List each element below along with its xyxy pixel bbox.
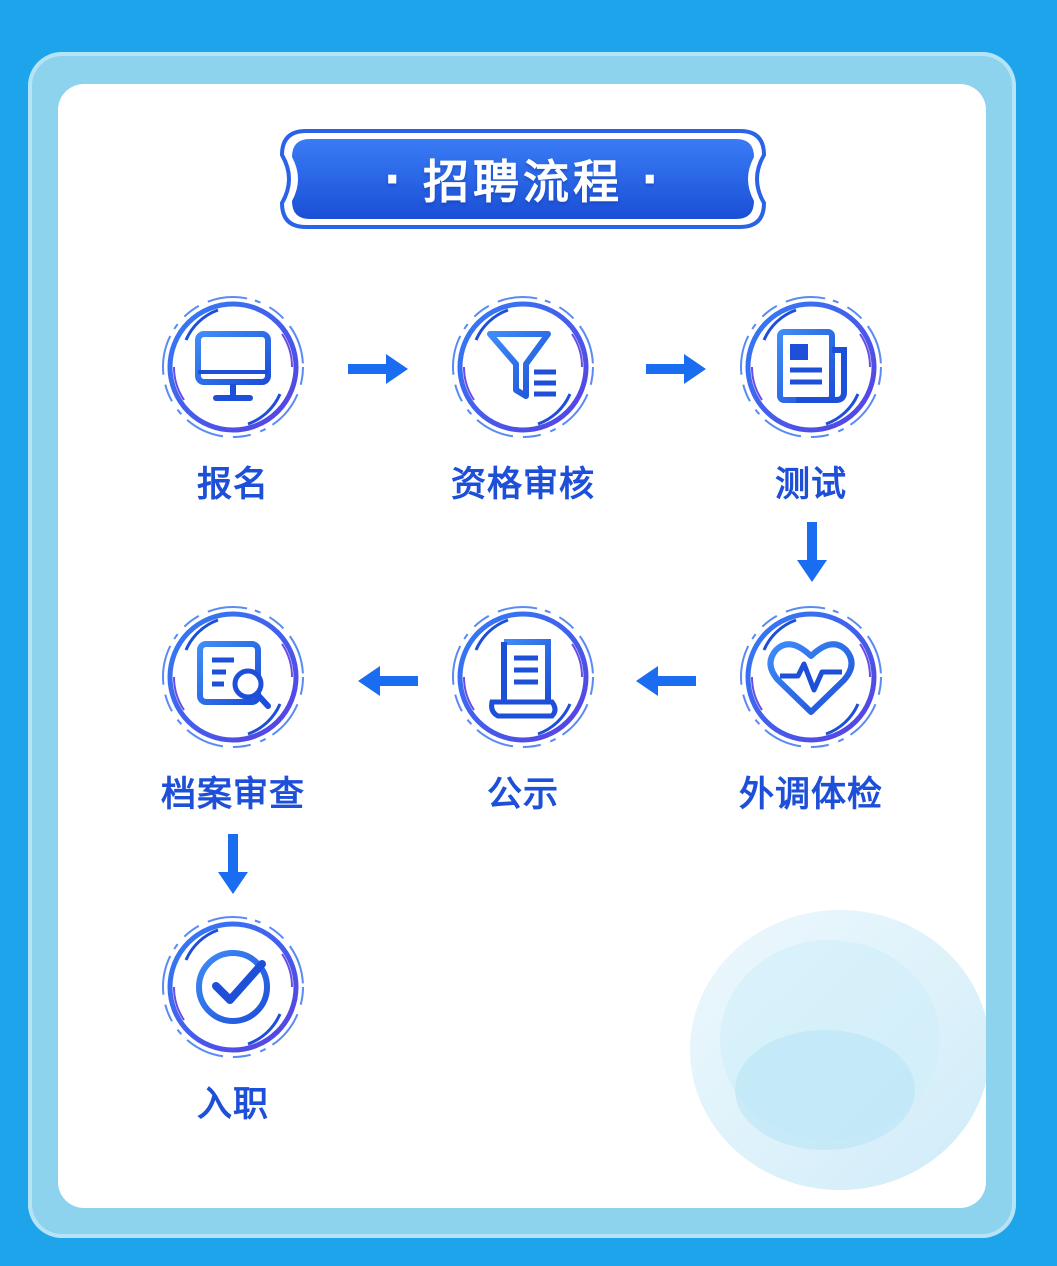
- page-title: · 招聘流程 ·: [276, 125, 770, 233]
- step-label: 测试: [774, 465, 847, 505]
- heartbeat-icon: [767, 641, 855, 715]
- step-register: 报名: [128, 292, 338, 512]
- step-badge: [158, 912, 308, 1062]
- step-label: 公示: [486, 775, 559, 815]
- arrow-left-icon: [636, 666, 696, 696]
- step-qualification-review: 资格审核: [418, 292, 628, 512]
- title-dot-right: ·: [641, 152, 663, 206]
- step-badge: [448, 292, 598, 442]
- step-badge: [158, 602, 308, 752]
- step-label: 入职: [196, 1085, 269, 1125]
- step-test: 测试: [706, 292, 916, 512]
- newspaper-icon: [777, 329, 847, 403]
- step-badge: [158, 292, 308, 442]
- step-onboarding: 入职: [128, 912, 338, 1132]
- arrow-down-icon: [218, 834, 248, 894]
- step-badge: [736, 292, 886, 442]
- step-file-review: 档案审查: [128, 602, 338, 822]
- arrow-right-icon: [348, 354, 408, 384]
- step-badge: [448, 602, 598, 752]
- title-dot-left: ·: [383, 152, 405, 206]
- step-label: 资格审核: [450, 465, 595, 505]
- decorative-cup-graphic: [690, 910, 986, 1190]
- arrow-right-icon: [646, 354, 706, 384]
- title-text: 招聘流程: [423, 155, 623, 209]
- step-public-notice: 公示: [418, 602, 628, 822]
- arrow-down-icon: [797, 522, 827, 582]
- document-search-icon: [197, 641, 271, 709]
- filter-icon: [487, 331, 556, 399]
- step-badge: [736, 602, 886, 752]
- arrow-left-icon: [358, 666, 418, 696]
- step-background-check-medical: 外调体检: [706, 602, 916, 822]
- step-label: 档案审查: [160, 775, 305, 815]
- title-banner: · 招聘流程 ·: [276, 125, 770, 233]
- step-label: 报名: [196, 465, 269, 505]
- monitor-icon: [195, 331, 271, 401]
- check-circle-icon: [196, 950, 270, 1024]
- scroll-document-icon: [489, 639, 558, 719]
- step-label: 外调体检: [738, 775, 883, 815]
